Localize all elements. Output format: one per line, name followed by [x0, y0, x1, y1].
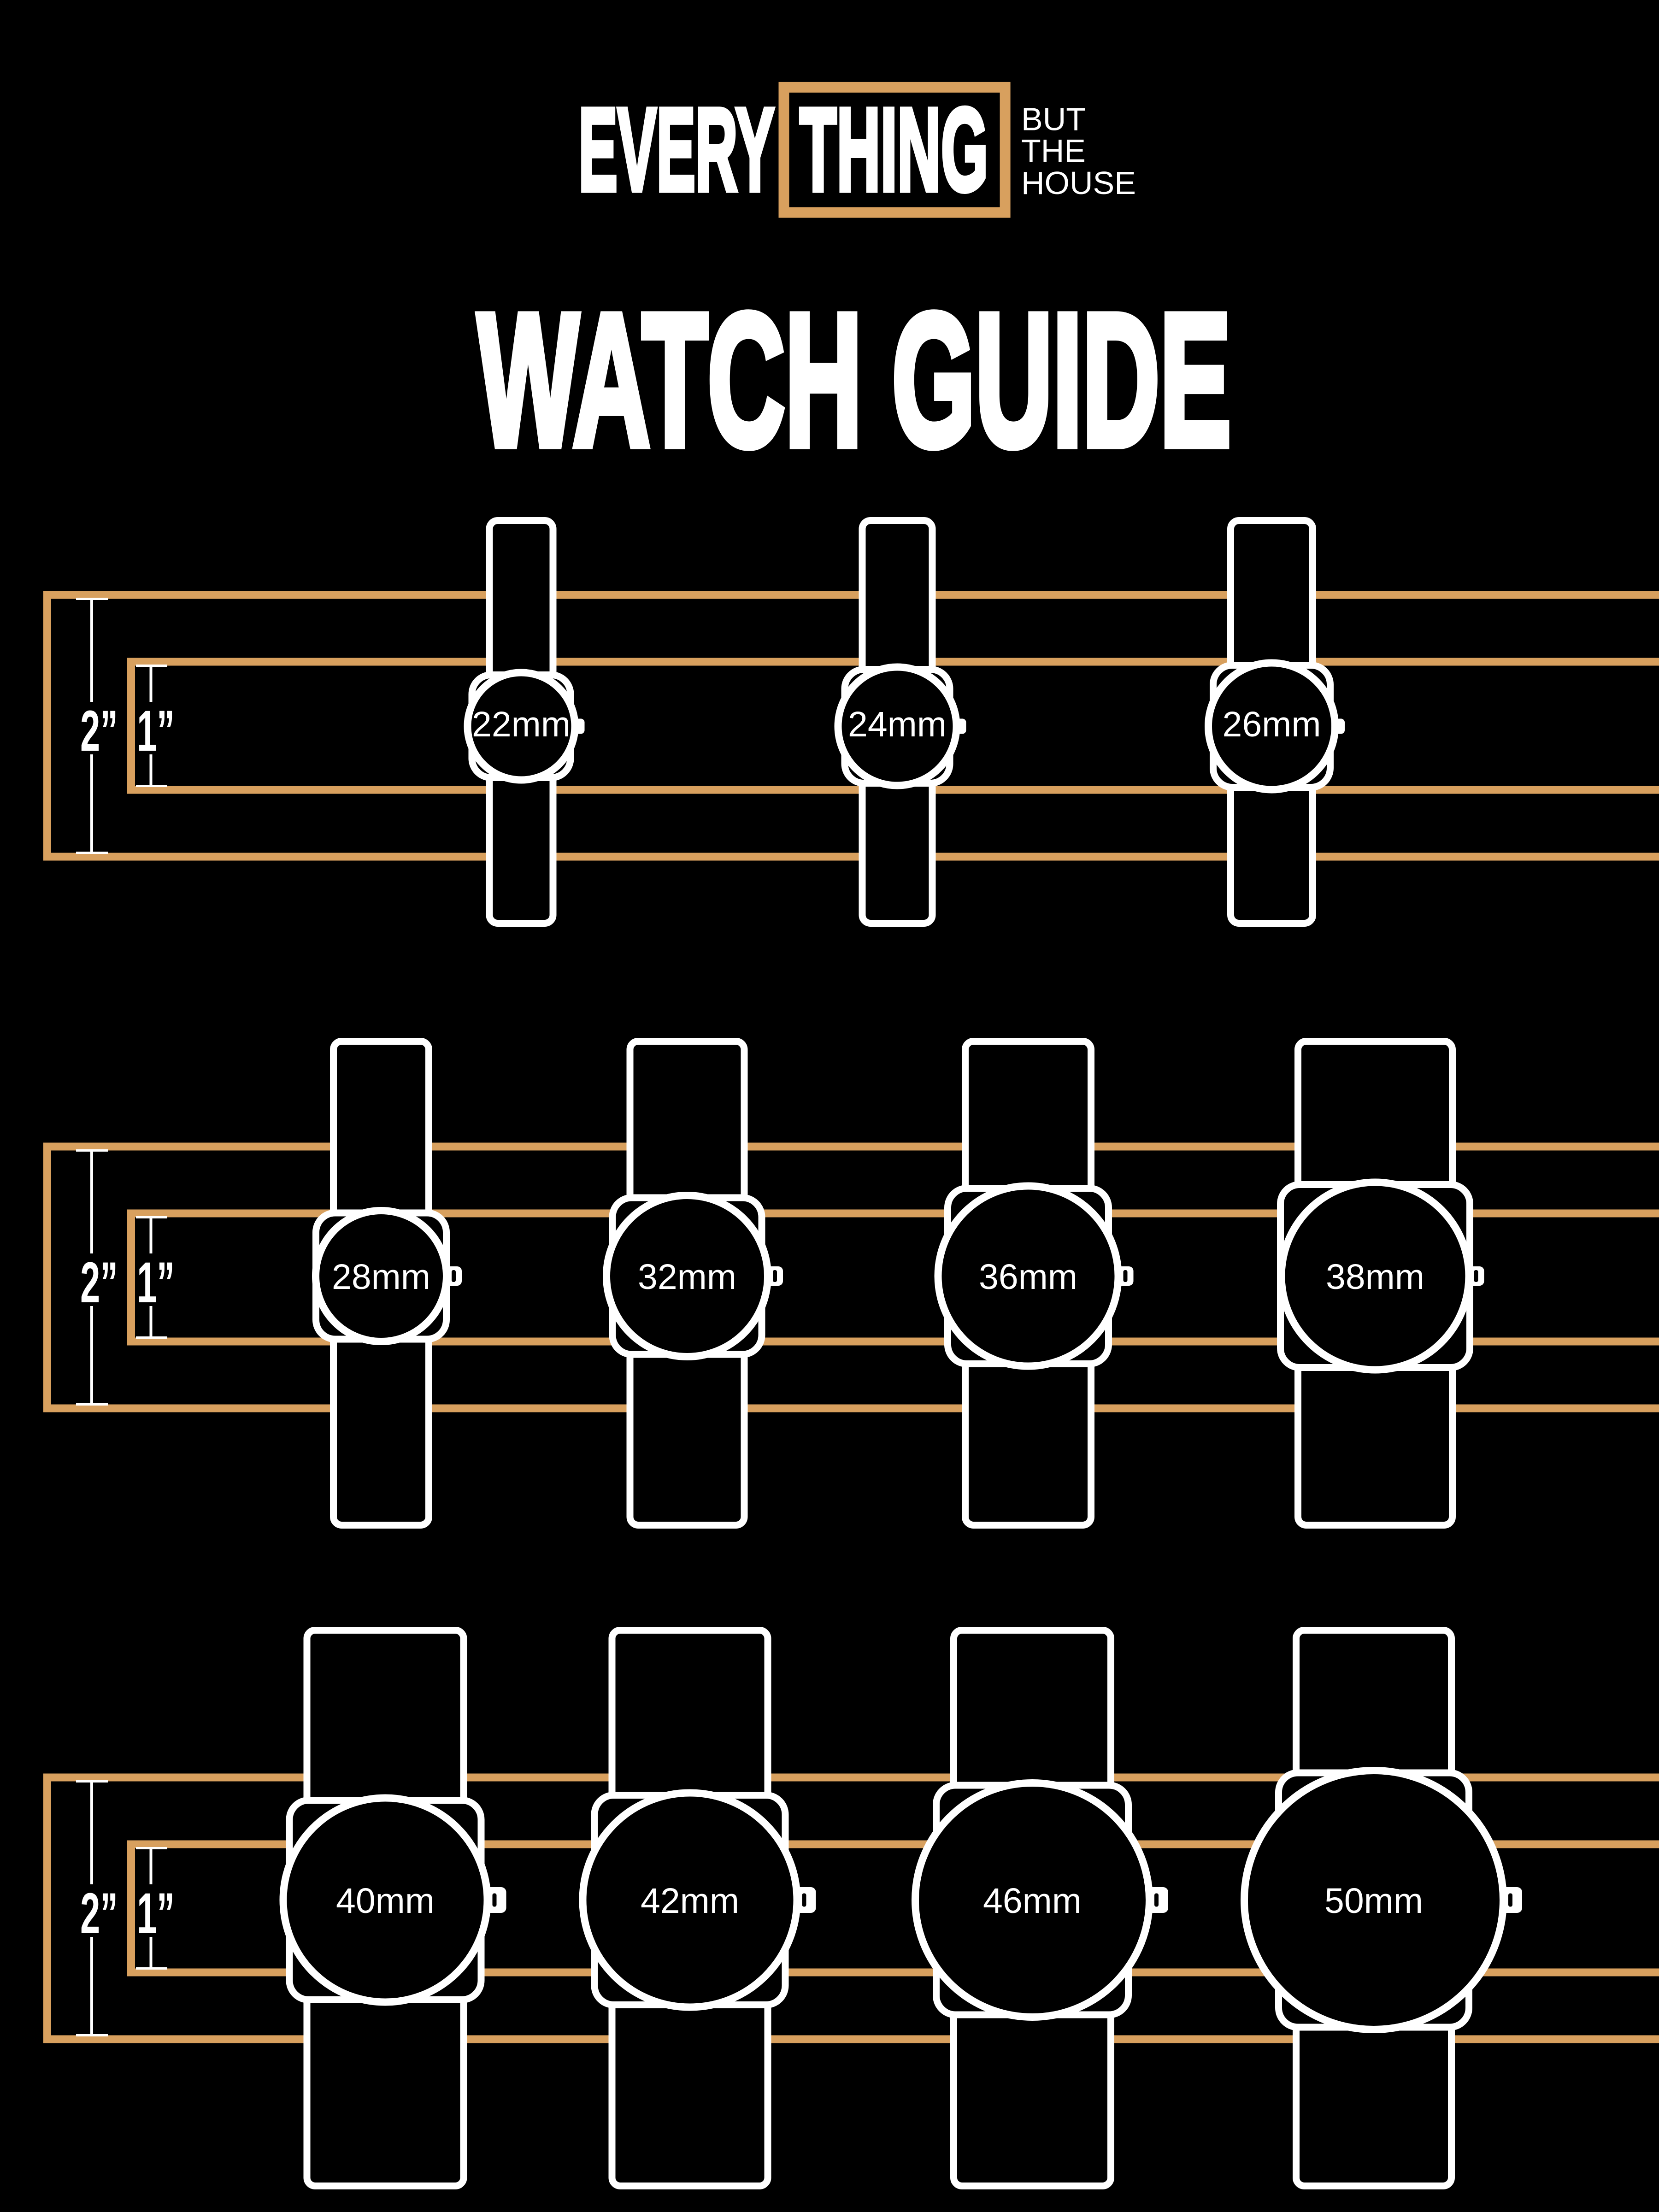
svg-text:36mm: 36mm — [979, 1257, 1077, 1297]
svg-text:HOUSE: HOUSE — [1021, 165, 1136, 201]
svg-text:1”: 1” — [137, 699, 175, 763]
svg-text:22mm: 22mm — [472, 705, 571, 744]
svg-text:1”: 1” — [137, 1882, 175, 1946]
svg-text:THE: THE — [1021, 133, 1086, 169]
svg-text:EVERY: EVERY — [578, 84, 774, 216]
svg-text:THING: THING — [800, 84, 988, 216]
svg-text:1”: 1” — [137, 1251, 175, 1315]
svg-text:WATCH GUIDE: WATCH GUIDE — [477, 275, 1231, 485]
svg-text:46mm: 46mm — [983, 1881, 1082, 1921]
svg-text:24mm: 24mm — [848, 705, 947, 744]
svg-text:26mm: 26mm — [1223, 705, 1321, 744]
svg-text:BUT: BUT — [1021, 101, 1086, 137]
svg-text:32mm: 32mm — [638, 1257, 736, 1297]
svg-text:42mm: 42mm — [641, 1881, 739, 1921]
svg-text:2”: 2” — [80, 1882, 118, 1946]
svg-text:50mm: 50mm — [1324, 1881, 1423, 1921]
svg-text:40mm: 40mm — [336, 1881, 435, 1921]
svg-text:2”: 2” — [80, 1251, 118, 1315]
svg-text:38mm: 38mm — [1326, 1257, 1424, 1297]
svg-text:2”: 2” — [80, 699, 118, 763]
svg-text:28mm: 28mm — [332, 1257, 430, 1297]
